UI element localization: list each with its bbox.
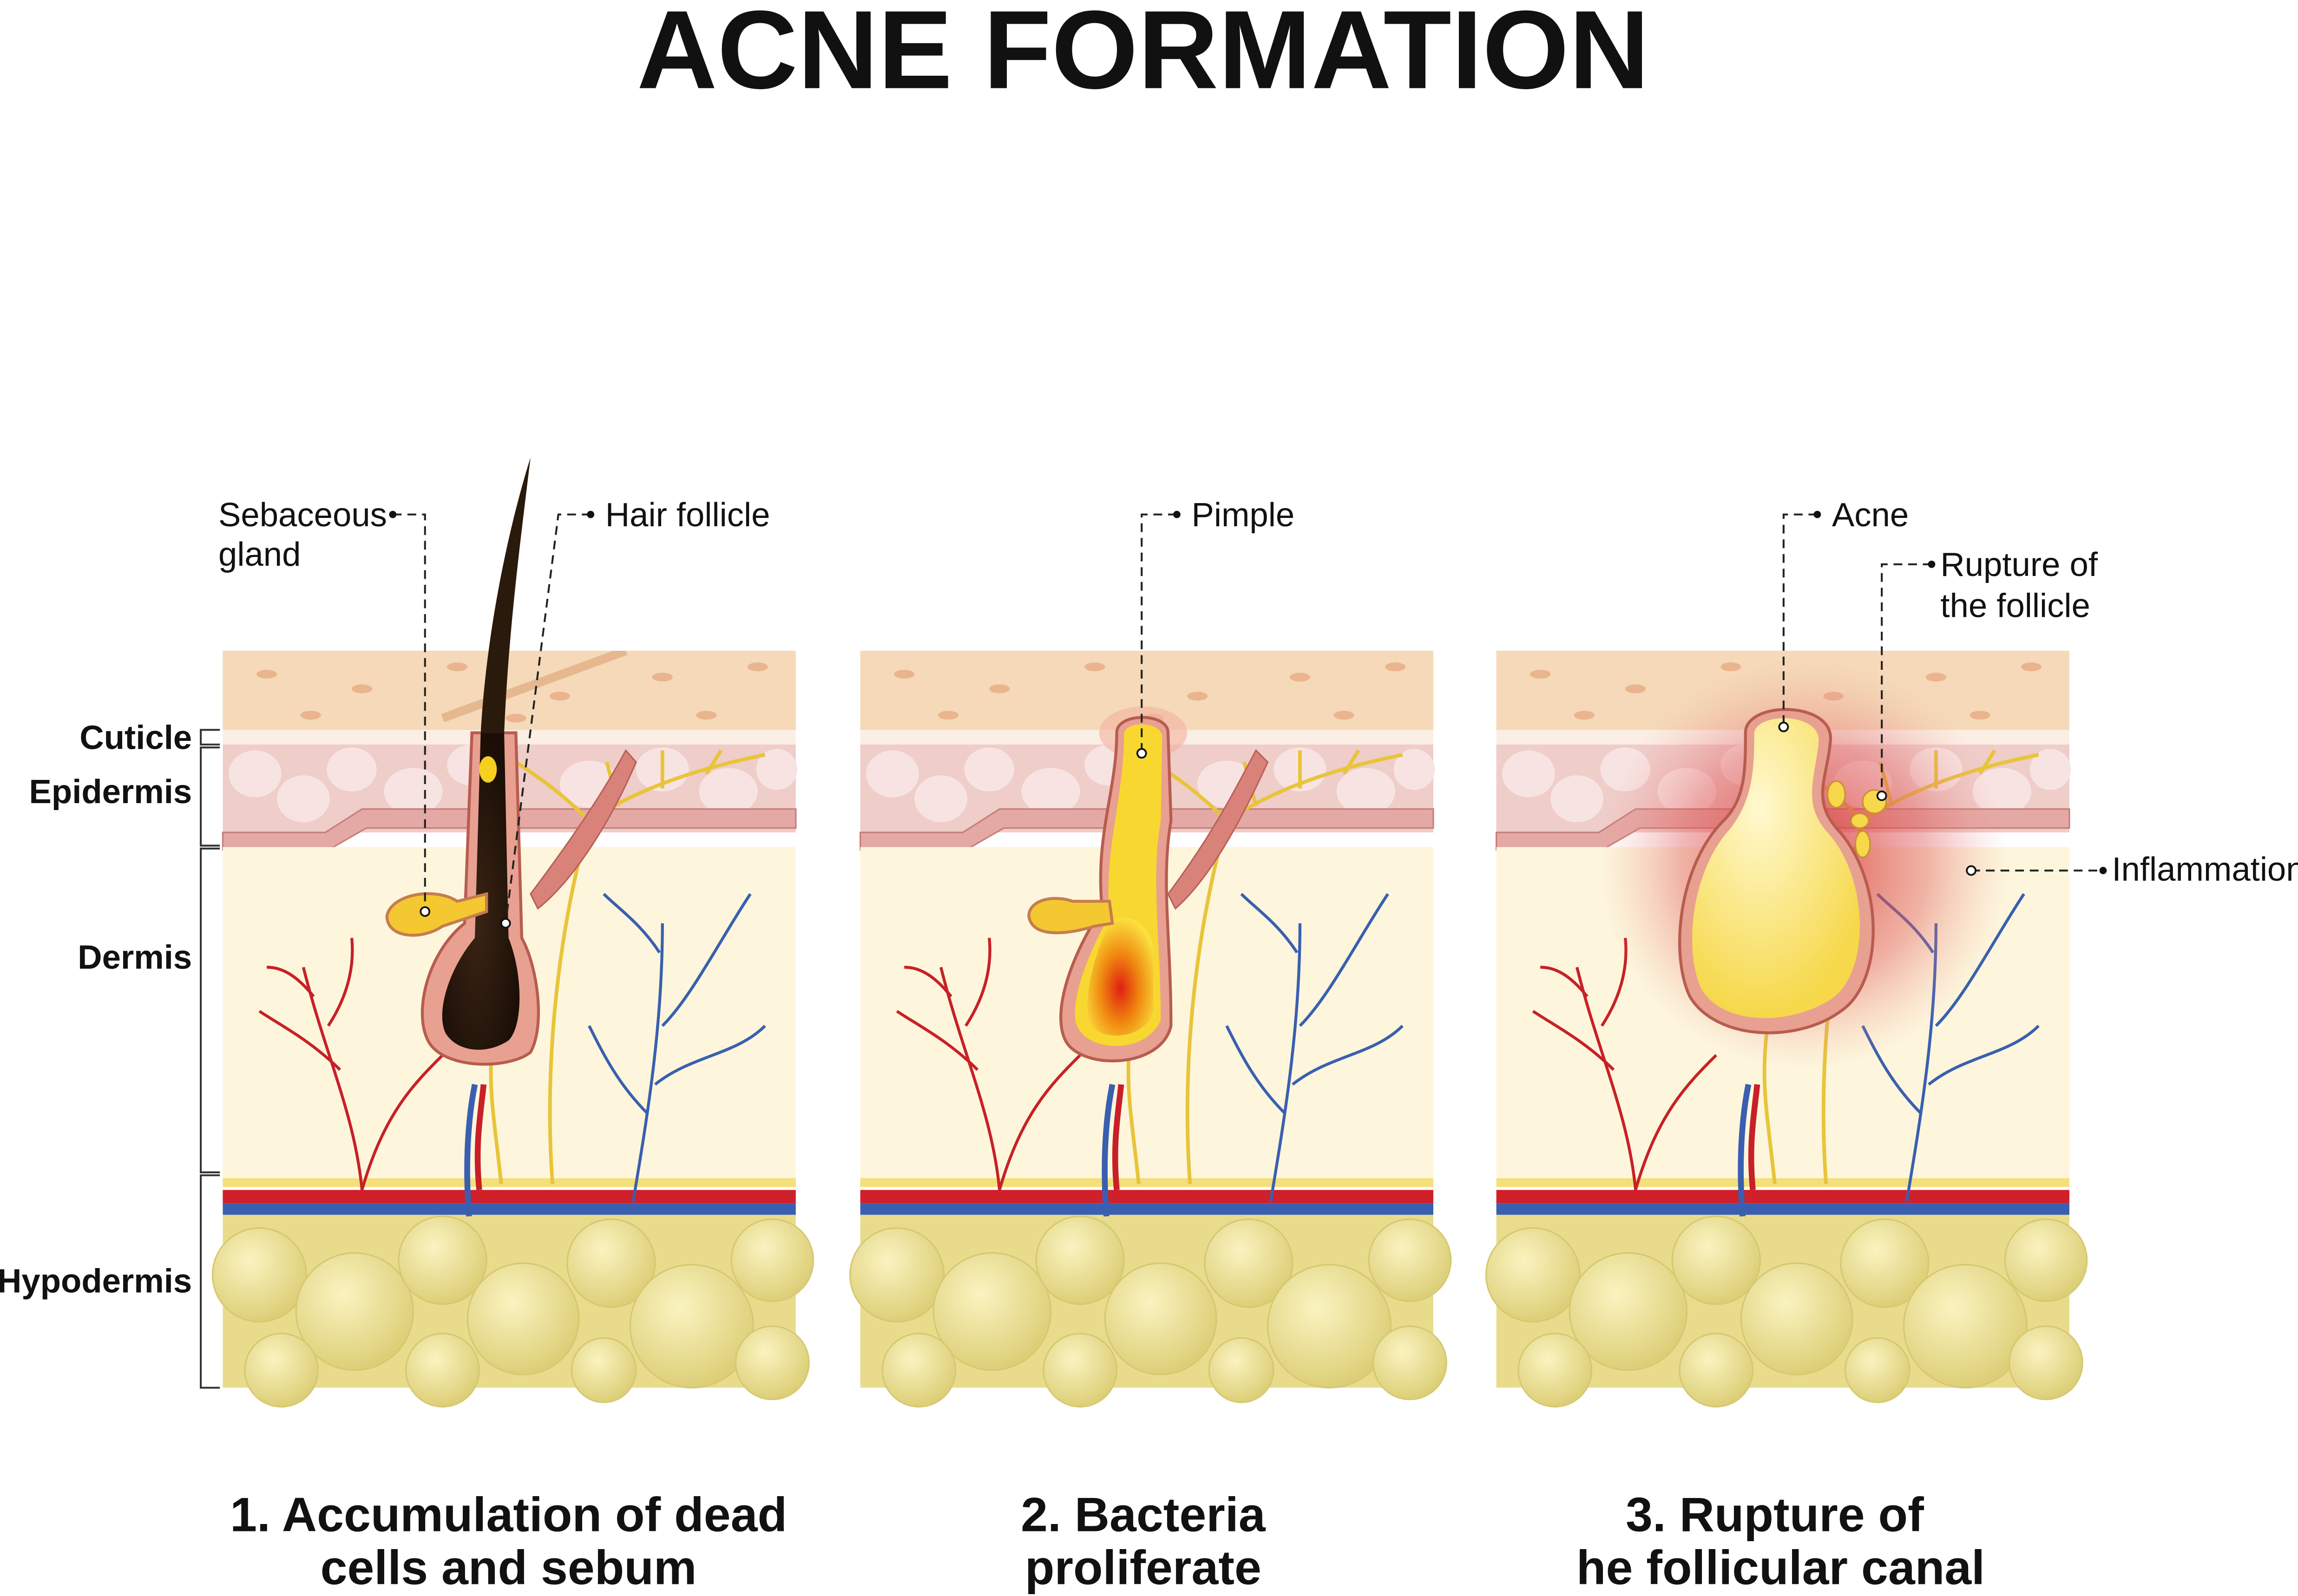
panel-3-rupture <box>1486 651 2087 1407</box>
label-inflammation: Inflammation <box>2112 850 2298 888</box>
leader-lines <box>389 510 2107 929</box>
layer-label-dermis: Dermis <box>78 938 192 976</box>
caption-2-line1: 2. Bacteria <box>1021 1488 1266 1542</box>
layer-label-cuticle: Cuticle <box>79 719 192 756</box>
caption-3-line2: he follicular canal <box>1576 1541 1985 1595</box>
caption-1-line2: cells and sebum <box>321 1541 697 1595</box>
label-acne: Acne <box>1832 496 1909 534</box>
label-sebaceous-gland-line1: Sebaceous <box>218 496 387 534</box>
caption-1-line1: 1. Accumulation of dead <box>230 1488 787 1542</box>
label-hair-follicle: Hair follicle <box>605 496 770 534</box>
sebaceous-gland <box>385 892 488 937</box>
label-sebaceous-gland-line2: gland <box>218 536 301 573</box>
panel-2-bacteria <box>850 651 1451 1407</box>
pus-core <box>1087 917 1154 1036</box>
diagram-title: ACNE FORMATION <box>637 0 1649 112</box>
label-rupture-line2: the follicle <box>1940 587 2090 624</box>
layer-label-hypodermis: Hypodermis <box>0 1262 192 1300</box>
hair-shaft <box>480 457 531 733</box>
panel-1-accumulation <box>212 457 813 1407</box>
label-rupture-line1: Rupture of <box>1940 546 2098 583</box>
caption-2-line2: proliferate <box>1025 1541 1261 1595</box>
label-pimple: Pimple <box>1191 496 1294 534</box>
rupture-droplets <box>1826 780 1887 858</box>
caption-3-line1: 3. Rupture of <box>1626 1488 1924 1542</box>
layer-label-epidermis: Epidermis <box>29 773 192 811</box>
hair-bulb <box>442 733 520 1050</box>
layer-brackets <box>200 729 220 1389</box>
arrector-muscle <box>530 749 637 910</box>
